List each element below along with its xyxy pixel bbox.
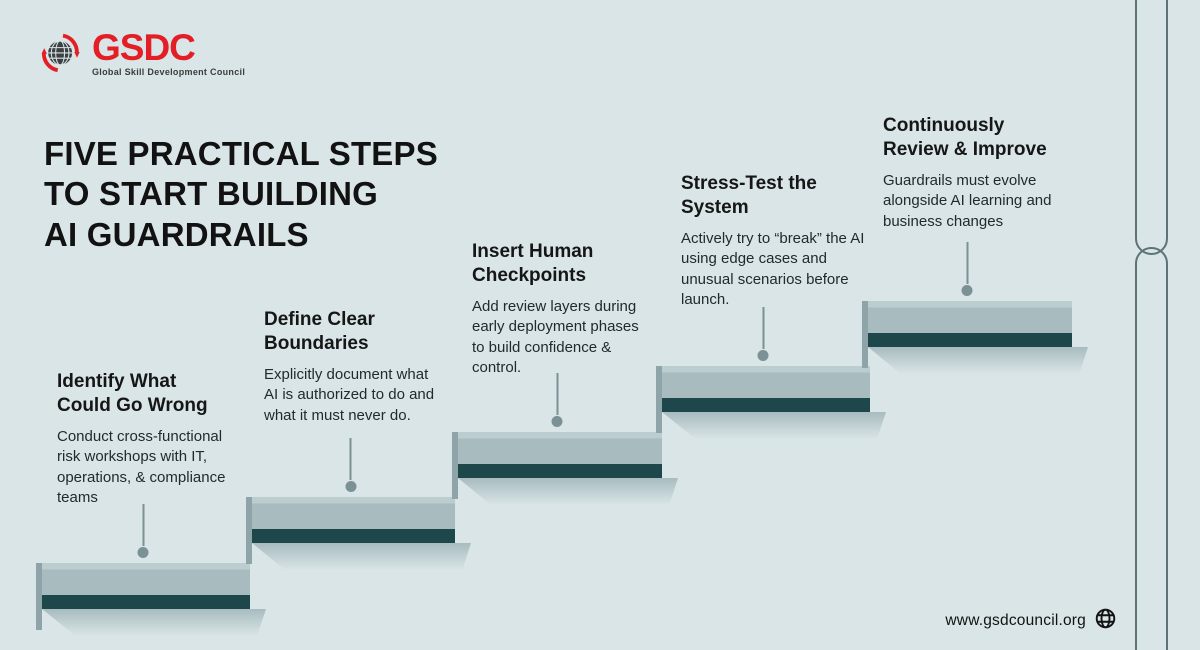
stair-riser [246,497,252,564]
footer: www.gsdcouncil.org [945,608,1116,634]
page-title-line-3: AI GUARDRAILS [44,215,309,253]
stair-shadow [662,412,886,439]
pointer-line [142,504,144,546]
stair-step-2 [246,438,471,570]
stair-tread [252,497,455,529]
step-1-title: Identify What Could Go Wrong [57,371,208,416]
globe-wireframe-icon [40,26,86,81]
stair-edge [42,595,250,609]
stair-tread [458,432,662,464]
step-4-description: Actively try to “break” the AI using edg… [681,229,865,309]
pointer-dot [961,285,973,296]
stair-edge [458,464,662,478]
globe-icon [1095,608,1116,634]
pointer-dot [137,547,149,558]
pointer-line-1 [137,504,149,558]
step-3-text: Insert Human Checkpoints Add review laye… [472,240,654,378]
step-2-text: Define Clear Boundaries Explicitly docum… [264,308,442,426]
step-4-title: Stress-Test the System [681,173,817,218]
stair-step-4 [656,307,886,439]
stair-shadow [42,609,266,636]
step-1-text: Identify What Could Go Wrong Conduct cro… [57,370,243,508]
pointer-dot [757,350,769,361]
step-3-title: Insert Human Checkpoints [472,241,594,286]
pointer-line [966,242,968,284]
step-4-text: Stress-Test the System Actively try to “… [681,172,865,310]
step-5-text: Continuously Review & Improve Guardrails… [883,114,1081,232]
pointer-line [556,373,558,415]
logo-brand-text: GSDC [92,27,196,68]
page-title-line-1: FIVE PRACTICAL STEPS [44,135,438,172]
pointer-line [349,438,352,480]
pointer-line-4 [757,307,769,361]
pointer-line [762,307,764,349]
pointer-dot [345,481,356,492]
decorative-capsule-top [1135,0,1168,255]
logo-tagline: Global Skill Development Council [92,67,246,78]
stair-shadow [252,543,471,570]
step-5-title: Continuously Review & Improve [883,115,1047,160]
stair-shadow [458,478,678,505]
stair-tread [42,563,250,595]
stair-tread [868,301,1072,333]
decorative-capsule-bottom [1135,247,1168,650]
pointer-dot [551,416,563,427]
page-title: FIVE PRACTICAL STEPS TO START BUILDING A… [44,134,438,255]
stair-edge [252,529,455,543]
stair-step-5 [862,242,1088,374]
pointer-line-2 [345,438,356,492]
page-title-line-2: TO START BUILDING [44,175,378,213]
step-2-title: Define Clear Boundaries [264,309,375,354]
stair-riser [656,366,662,433]
stair-step-3 [452,373,678,505]
stair-tread [662,366,870,398]
stair-step-1 [36,504,266,636]
pointer-line-3 [551,373,563,427]
pointer-line-5 [961,242,973,296]
stair-riser [862,301,868,368]
stair-riser [36,563,42,630]
stair-edge [662,398,870,412]
step-2-description: Explicitly document what AI is authorize… [264,365,435,424]
stair-riser [452,432,458,499]
step-5-description: Guardrails must evolve alongside AI lear… [883,171,1052,230]
gsdc-logo: GSDC Global Skill Development Council [40,26,245,81]
step-3-description: Add review layers during early deploymen… [472,297,639,377]
stair-shadow [868,347,1088,374]
step-1-description: Conduct cross-functional risk workshops … [57,427,226,507]
footer-link[interactable]: www.gsdcouncil.org [945,612,1086,629]
stair-edge [868,333,1072,347]
